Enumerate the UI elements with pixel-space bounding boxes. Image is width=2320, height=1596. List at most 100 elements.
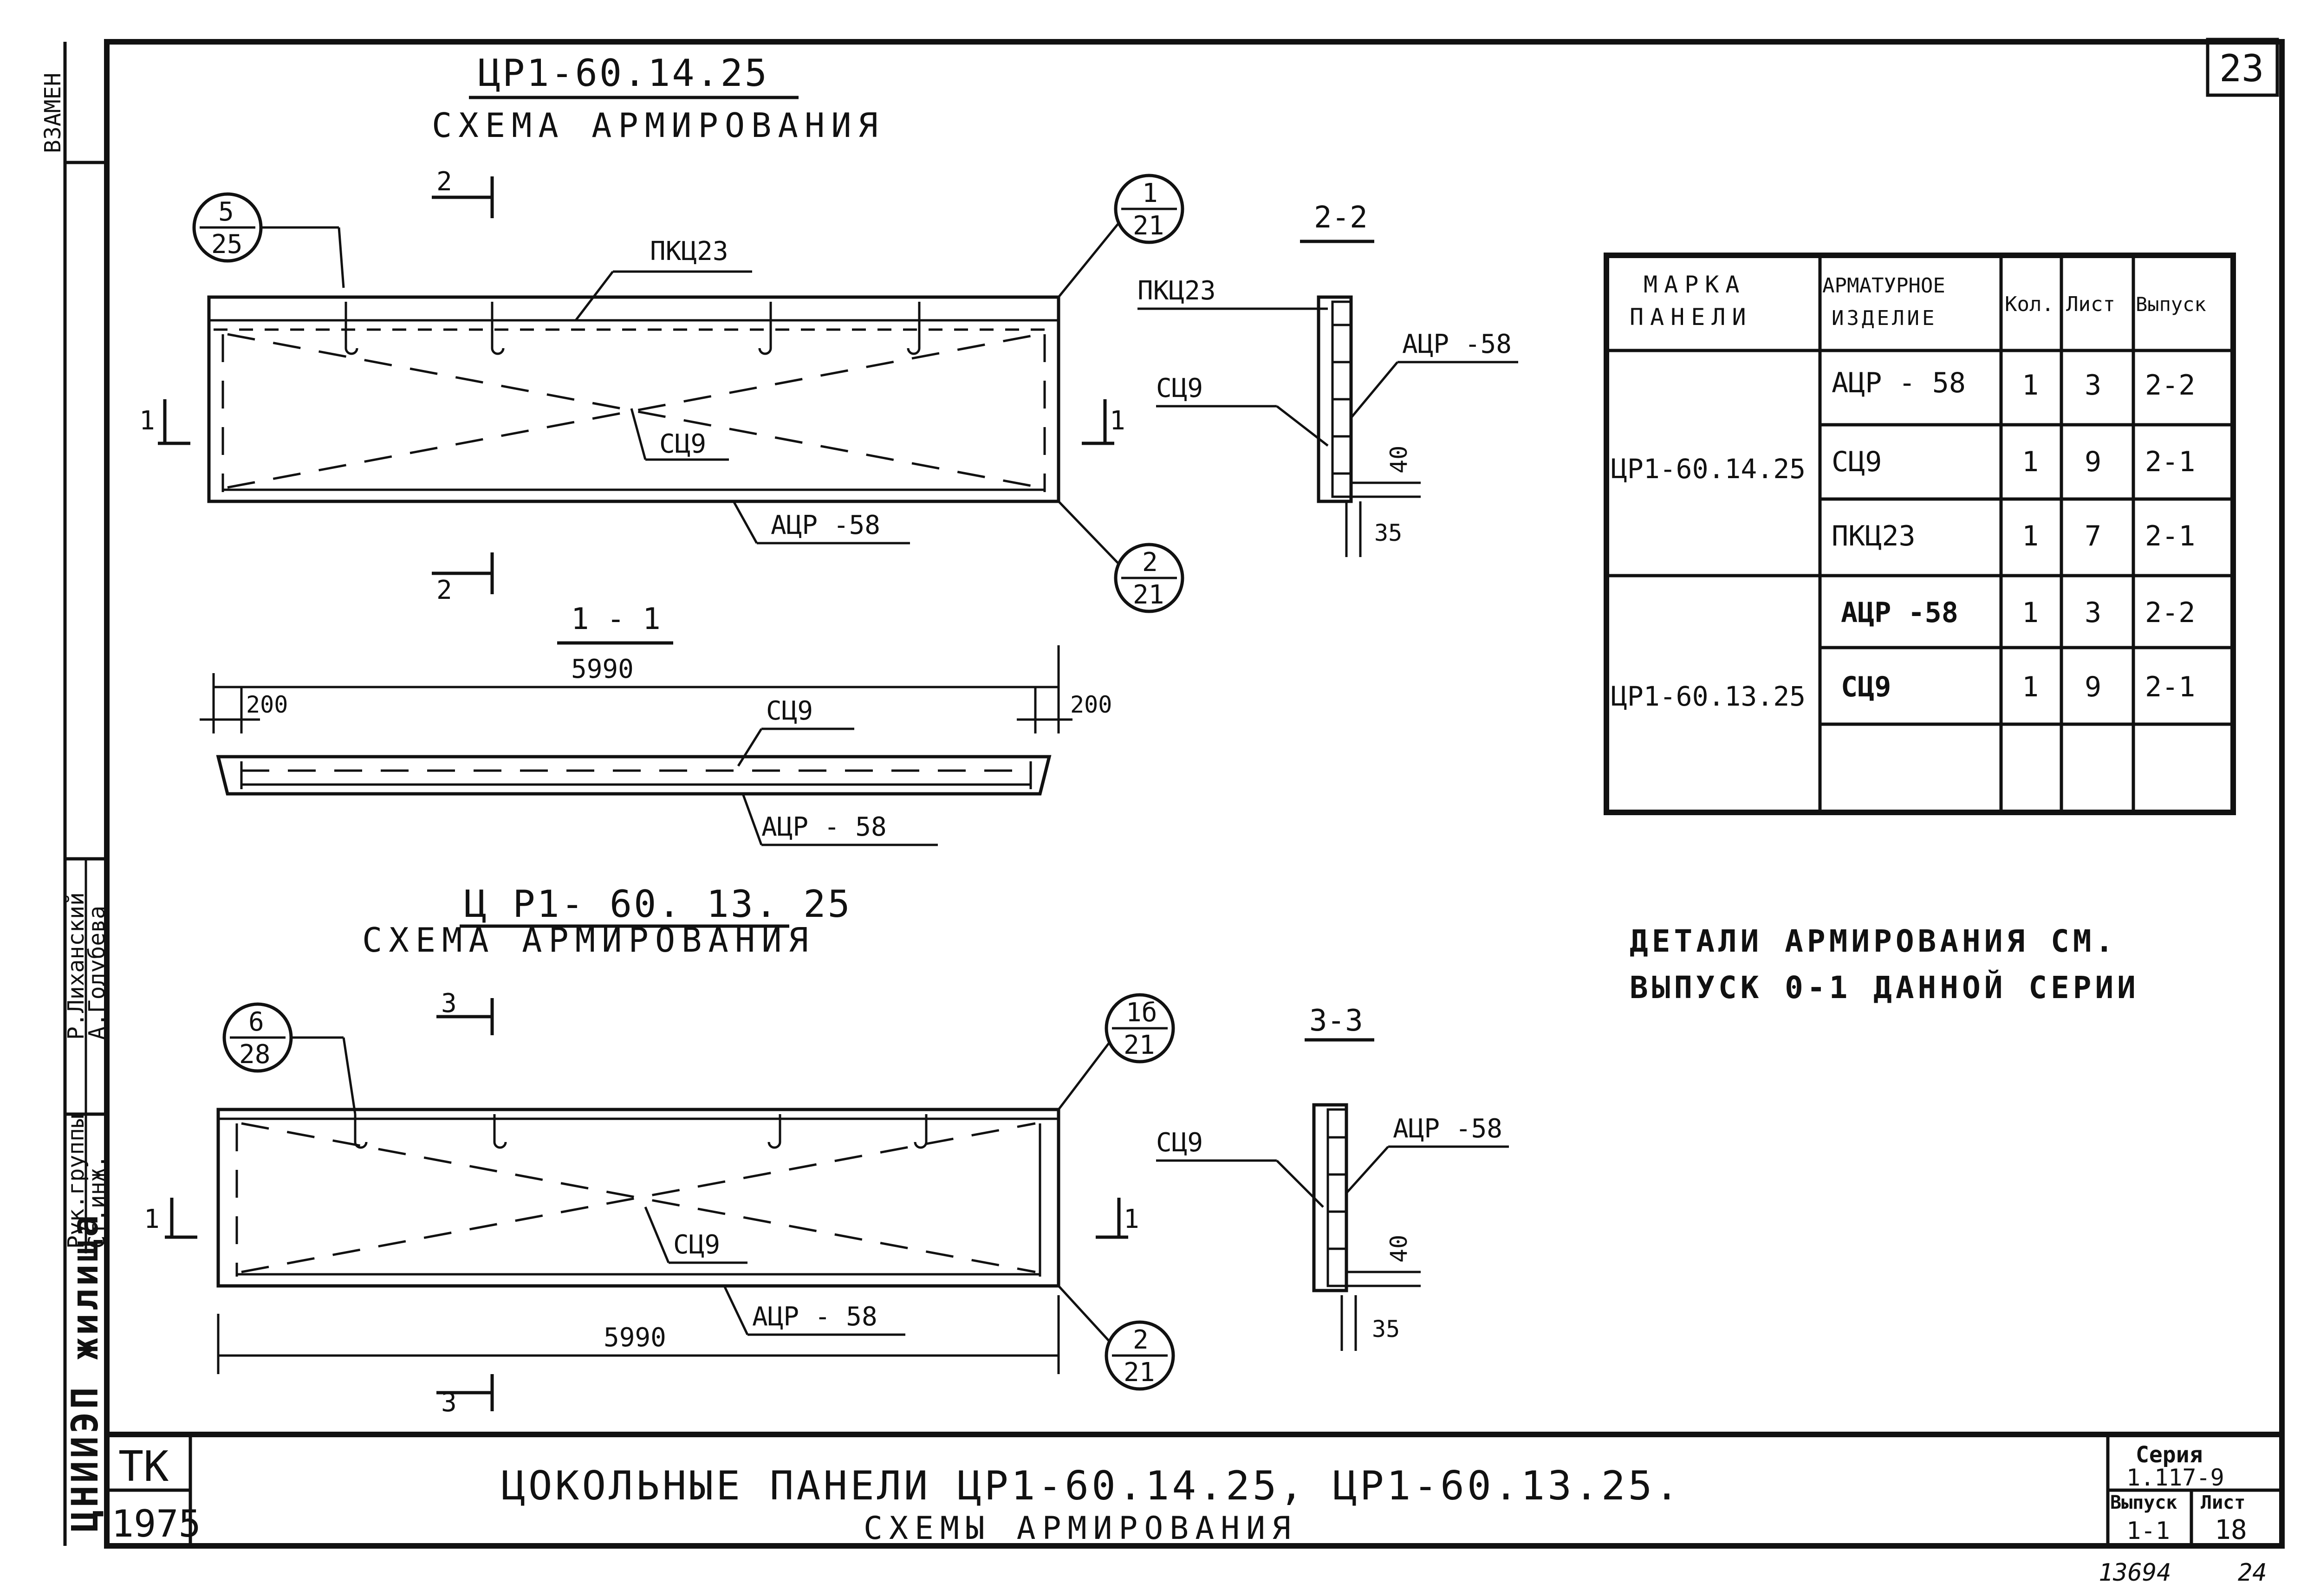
panel-b-cut-right: 1 bbox=[1096, 1198, 1139, 1239]
panel-a-subtitle: СХЕМА АРМИРОВАНИЯ bbox=[432, 106, 884, 145]
table-row-4-qty: 1 bbox=[2022, 597, 2039, 629]
section-2-2: 2-2 ПКЦ23 АЦР -58 СЦ9 40 35 bbox=[1137, 201, 1518, 557]
svg-text:28: 28 bbox=[239, 1039, 270, 1070]
section-2-2-title: 2-2 bbox=[1314, 201, 1368, 235]
table-row-1-issue: 2-2 bbox=[2145, 369, 2195, 402]
footer-page-number: 24 bbox=[2238, 1559, 2267, 1587]
side-stamp-replace: ВЗАМЕН bbox=[40, 73, 66, 153]
svg-text:25: 25 bbox=[211, 229, 242, 260]
page-number-box: 23 bbox=[2206, 38, 2279, 97]
svg-text:1б: 1б bbox=[1126, 998, 1157, 1028]
panel-a-label-top: ПКЦ23 bbox=[650, 236, 728, 266]
spec-table: МАРКА ПАНЕЛИ АРМАТУРНОЕ ИЗДЕЛИЕ Кол. Лис… bbox=[1604, 253, 2236, 815]
panel-b-label-bot: АЦР - 58 bbox=[752, 1302, 877, 1332]
svg-text:21: 21 bbox=[1133, 211, 1164, 241]
svg-text:2: 2 bbox=[436, 575, 452, 605]
table-header-qty: Кол. bbox=[2005, 292, 2054, 316]
side-name-2: А.Голубева bbox=[84, 906, 110, 1040]
panel-b-diagonal-1 bbox=[241, 1122, 1036, 1273]
table-row-2-issue: 2-1 bbox=[2145, 446, 2195, 478]
side-name-1: Р.Лиханский bbox=[63, 892, 89, 1040]
title-block: ТК 1975 ЦОКОЛЬНЫЕ ПАНЕЛИ ЦР1-60.14.25, Ц… bbox=[107, 1432, 2282, 1547]
section-3-3-dim-b: 35 bbox=[1372, 1316, 1400, 1343]
panel-a-cut-top: 2 bbox=[432, 167, 494, 218]
sheet-frame bbox=[63, 39, 2285, 1549]
section-2-2-label-c: СЦ9 bbox=[1156, 373, 1203, 403]
table-row-5-qty: 1 bbox=[2022, 671, 2039, 703]
inventory-number: 13694 bbox=[2099, 1559, 2171, 1587]
table-row-5-item: СЦ9 bbox=[1841, 671, 1891, 703]
table-row-2-qty: 1 bbox=[2022, 446, 2039, 478]
table-row-4-issue: 2-2 bbox=[2145, 597, 2195, 629]
side-org: ЦНИИЭП жилища bbox=[65, 1213, 106, 1532]
panel-b-cut-left: 1 bbox=[144, 1198, 197, 1239]
panel-a-title: ЦР1-60.14.25 bbox=[478, 52, 769, 95]
panel-b-callout-br: 2 21 bbox=[1058, 1285, 1175, 1391]
note-line-1: ДЕТАЛИ АРМИРОВАНИЯ СМ. bbox=[1630, 923, 2117, 959]
section-1-1-right-offset: 200 bbox=[1070, 691, 1112, 718]
svg-text:2: 2 bbox=[436, 167, 452, 197]
svg-text:21: 21 bbox=[1133, 580, 1164, 610]
panel-b-subtitle: СХЕМА АРМИРОВАНИЯ bbox=[362, 921, 815, 960]
panel-a-cut-left: 1 bbox=[139, 399, 190, 445]
note-line-2: ВЫПУСК 0-1 ДАННОЙ СЕРИИ bbox=[1630, 969, 2139, 1006]
panel-b-callout-tl: 6 28 bbox=[222, 1002, 357, 1115]
table-row-4-sheet: 3 bbox=[2085, 597, 2101, 629]
panel-a-callout-br: 2 21 bbox=[1058, 500, 1184, 613]
note: ДЕТАЛИ АРМИРОВАНИЯ СМ. ВЫПУСК 0-1 ДАННОЙ… bbox=[1630, 923, 2139, 1006]
series-label: Серия bbox=[2136, 1442, 2203, 1468]
panel-a-cut-bottom: 2 bbox=[432, 552, 494, 605]
panel-a-callout-tl: 5 25 bbox=[192, 192, 345, 288]
panel-a-callout-tr: 1 21 bbox=[1058, 174, 1184, 298]
issue-value: 1-1 bbox=[2126, 1517, 2170, 1545]
svg-text:6: 6 bbox=[248, 1007, 264, 1037]
svg-text:1: 1 bbox=[144, 1204, 160, 1234]
section-1-1-title: 1 - 1 bbox=[571, 602, 661, 636]
svg-text:21: 21 bbox=[1124, 1357, 1155, 1388]
svg-text:21: 21 bbox=[1124, 1030, 1155, 1060]
drawing-title-line-1: ЦОКОЛЬНЫЕ ПАНЕЛИ ЦР1-60.14.25, ЦР1-60.13… bbox=[501, 1463, 1682, 1509]
table-header-sheet: Лист bbox=[2066, 292, 2115, 316]
table-header-mark-2: ПАНЕЛИ bbox=[1630, 304, 1753, 331]
panel-a-label-mid: СЦ9 bbox=[659, 429, 706, 459]
table-row-5-issue: 2-1 bbox=[2145, 671, 2195, 703]
side-role-1: Рук.группы bbox=[63, 1115, 89, 1249]
panel-a-outline bbox=[207, 295, 1060, 503]
table-group-2-mark: ЦР1-60.13.25 bbox=[1611, 681, 1806, 712]
section-3-3-label-a: АЦР -58 bbox=[1393, 1114, 1502, 1144]
table-header-item-1: АРМАТУРНОЕ bbox=[1822, 274, 1945, 298]
svg-text:2: 2 bbox=[1142, 547, 1158, 577]
drawing-title-line-2: СХЕМЫ АРМИРОВАНИЯ bbox=[864, 1510, 1297, 1547]
side-strip: ВЗАМЕН ЦНИИЭП жилища Рук.группы Ст.инж. … bbox=[40, 73, 110, 1532]
section-3-3: 3-3 АЦР -58 СЦ9 40 35 bbox=[1156, 1004, 1509, 1351]
section-2-2-label-b: АЦР -58 bbox=[1402, 329, 1512, 359]
section-3-3-dim-a: 40 bbox=[1385, 1235, 1412, 1263]
table-row-1-item: АЦР - 58 bbox=[1832, 367, 1966, 399]
table-row-1-qty: 1 bbox=[2022, 369, 2039, 402]
table-row-3-item: ПКЦ23 bbox=[1832, 520, 1916, 552]
panel-b-callout-tr: 1б 21 bbox=[1058, 993, 1175, 1110]
panel-a: ЦР1-60.14.25 СХЕМА АРМИРОВАНИЯ 5 25 1 bbox=[139, 52, 1184, 613]
year: 1975 bbox=[111, 1502, 201, 1545]
panel-b-cut-bottom: 3 bbox=[436, 1374, 494, 1418]
svg-text:1: 1 bbox=[1124, 1204, 1139, 1234]
table-header-mark-1: МАРКА bbox=[1644, 271, 1746, 298]
panel-b-title: Ц Р1- 60. 13. 25 bbox=[464, 882, 852, 926]
org-code: ТК bbox=[118, 1442, 169, 1491]
section-1-1-label-bot: АЦР - 58 bbox=[761, 812, 887, 842]
section-3-3-title: 3-3 bbox=[1309, 1004, 1363, 1038]
page-number: 23 bbox=[2219, 47, 2264, 90]
table-row-3-qty: 1 bbox=[2022, 520, 2039, 552]
section-1-1-length: 5990 bbox=[571, 654, 634, 684]
panel-a-label-bot: АЦР -58 bbox=[771, 510, 880, 540]
panel-b-diagonal-2 bbox=[241, 1122, 1036, 1273]
section-2-2-label-a: ПКЦ23 bbox=[1137, 276, 1216, 306]
svg-text:1: 1 bbox=[1142, 178, 1158, 208]
table-row-2-item: СЦ9 bbox=[1832, 446, 1882, 478]
svg-text:5: 5 bbox=[218, 197, 234, 227]
table-row-5-sheet: 9 bbox=[2085, 671, 2101, 703]
issue-label: Выпуск bbox=[2110, 1492, 2177, 1513]
section-2-2-dim-b: 35 bbox=[1374, 519, 1402, 546]
panel-a-cut-right: 1 bbox=[1082, 399, 1125, 445]
